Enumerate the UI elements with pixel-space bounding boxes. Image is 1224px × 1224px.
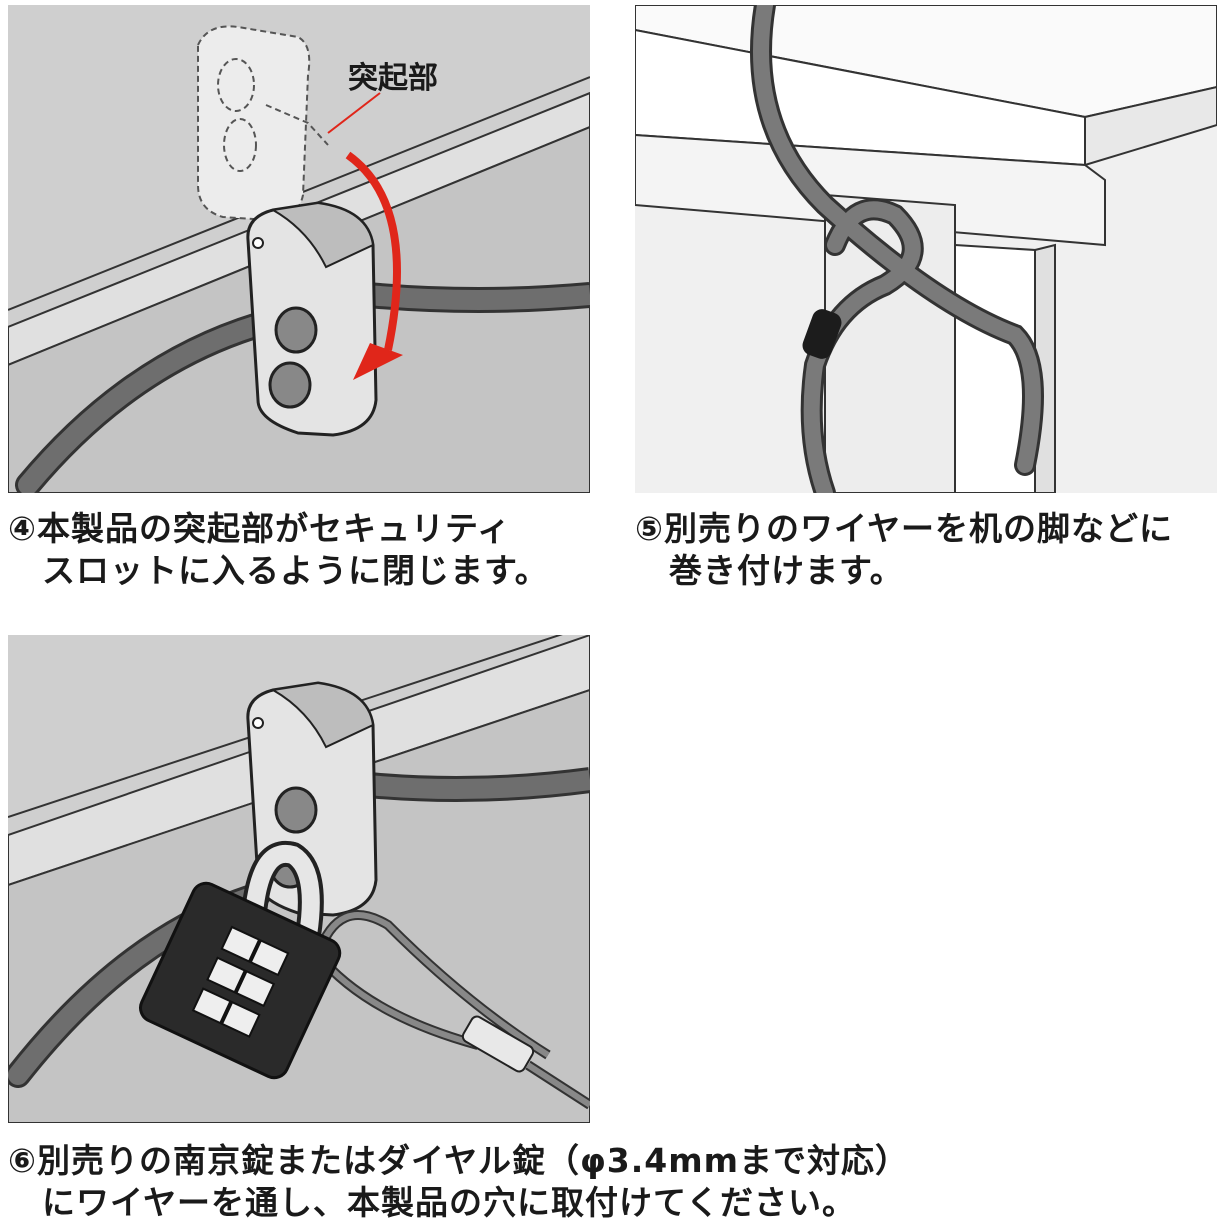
step4-caption-line1: ④本製品の突起部がセキュリティ	[8, 509, 511, 548]
step5-caption-line2: 巻き付けます。	[635, 551, 904, 590]
security-clamp-icon	[246, 201, 378, 437]
wire-loop-icon	[750, 5, 1044, 493]
step6-caption-line1: ⑥別売りの南京錠またはダイヤル錠（φ3.4mmまで対応）	[8, 1141, 909, 1180]
step6-illustration	[8, 635, 590, 1123]
callout-leader	[327, 92, 381, 134]
step5-caption: ⑤別売りのワイヤーを机の脚などに 巻き付けます。	[635, 508, 1173, 592]
protrusion-callout: 突起部	[348, 61, 438, 96]
step4-drawing	[8, 5, 590, 493]
step4-caption: ④本製品の突起部がセキュリティ スロットに入るように閉じます。	[8, 508, 549, 592]
step4-illustration: 突起部	[8, 5, 590, 493]
dial-lock-icon	[139, 881, 342, 1080]
step5-caption-line1: ⑤別売りのワイヤーを机の脚などに	[635, 509, 1173, 548]
step6-caption: ⑥別売りの南京錠またはダイヤル錠（φ3.4mmまで対応） にワイヤーを通し、本製…	[8, 1140, 909, 1224]
step6-caption-line2: にワイヤーを通し、本製品の穴に取付けてください。	[8, 1183, 857, 1222]
red-rotation-arrow-icon	[345, 151, 403, 380]
step5-illustration	[635, 5, 1217, 493]
step4-caption-line2: スロットに入るように閉じます。	[8, 551, 549, 590]
wire-cable-icon	[18, 315, 268, 493]
step5-drawing	[635, 5, 1217, 493]
step6-drawing	[8, 635, 590, 1123]
